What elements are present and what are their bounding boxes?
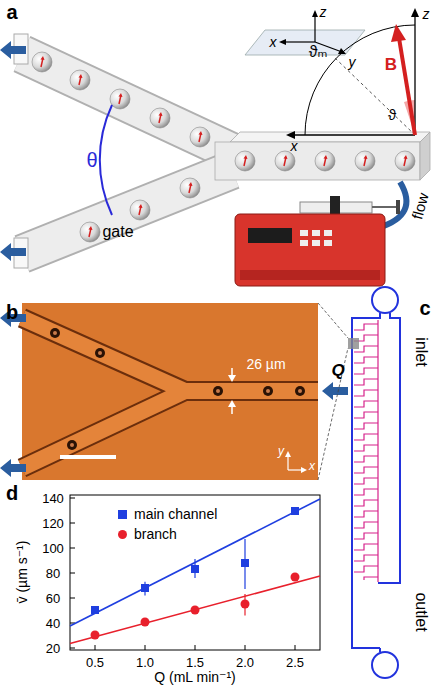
tick-label: 40: [46, 617, 60, 630]
tick-label: 80: [46, 567, 60, 580]
panel-letter: c: [419, 298, 430, 318]
device-layout: [348, 287, 400, 678]
tick-label: 1.5: [186, 656, 204, 669]
axis-label: x: [291, 139, 298, 153]
legend-text: branch: [134, 527, 177, 541]
axis-label: y: [349, 55, 356, 69]
tick-label: 120: [42, 517, 64, 530]
axis-title: v̄ (µm s⁻¹): [15, 541, 29, 604]
field-label: B: [385, 56, 397, 73]
part-label: gate: [102, 224, 133, 240]
axis-label: x: [309, 460, 315, 472]
legend-swatch: [118, 530, 127, 539]
port-label: outlet: [413, 592, 429, 631]
flow-label: flow: [409, 191, 430, 221]
micrograph: [0, 303, 348, 480]
dimension-label: 26 µm: [246, 357, 285, 371]
flow-rate-label: Q: [331, 362, 344, 379]
axis-label: z: [423, 7, 430, 21]
panel-letter: a: [6, 2, 17, 22]
axis-title: Q (mL min⁻¹): [154, 670, 236, 684]
axis-label: z: [320, 5, 327, 19]
syringe-pump: [235, 196, 400, 286]
panel-letter: b: [6, 302, 18, 322]
legend-swatch: [118, 510, 127, 519]
axis-label: y: [278, 445, 284, 457]
tick-label: 20: [46, 642, 60, 655]
tick-label: 2.0: [236, 656, 254, 669]
legend-text: main channel: [134, 507, 217, 521]
panel-letter: d: [6, 483, 18, 503]
tick-label: 60: [46, 592, 60, 605]
velocity-chart: [70, 495, 320, 650]
tick-label: 2.5: [286, 656, 304, 669]
angle-label: θ: [86, 150, 97, 170]
angle-label: ϑ: [388, 107, 396, 122]
tick-label: 0.5: [86, 656, 104, 669]
angle-label: ϑₘ: [309, 44, 328, 60]
tick-label: 100: [42, 542, 64, 555]
port-label: inlet: [413, 337, 429, 366]
tick-label: 140: [42, 492, 64, 505]
tick-label: 1.0: [136, 656, 154, 669]
axis-label: x: [270, 35, 277, 49]
field-angle-diagram: [286, 8, 419, 139]
